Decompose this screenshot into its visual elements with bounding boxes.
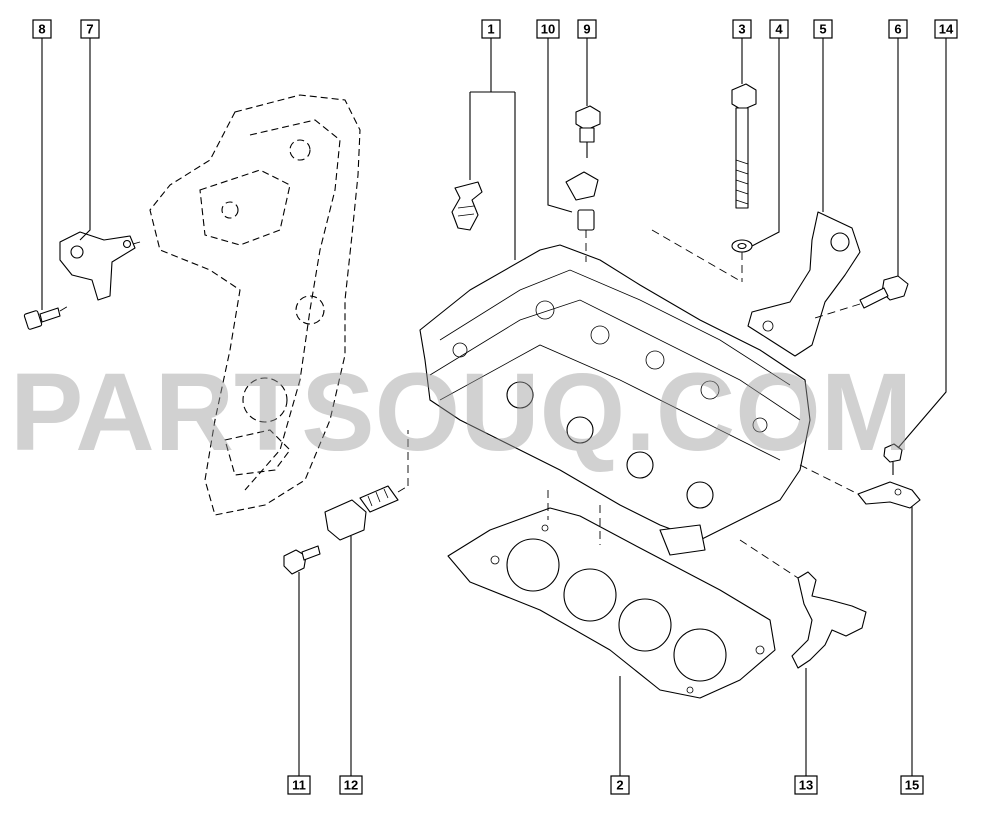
callout-15[interactable]: 15 (900, 775, 924, 795)
callout-label: 6 (894, 22, 901, 37)
callout-4[interactable]: 4 (769, 19, 789, 39)
callout-label: 1 (487, 22, 494, 37)
part-6-bolt[interactable] (814, 275, 909, 319)
callout-label: 13 (799, 778, 813, 793)
callout-11[interactable]: 11 (287, 775, 311, 795)
part-14-nut[interactable] (883, 443, 903, 475)
part-1-plug[interactable] (451, 181, 483, 231)
part-10-dowel[interactable] (565, 171, 599, 262)
part-11-bolt[interactable] (283, 545, 321, 575)
part-13-sensor[interactable] (739, 539, 867, 669)
callout-label: 8 (38, 22, 45, 37)
callout-label: 3 (738, 22, 745, 37)
callout-14[interactable]: 14 (934, 19, 958, 39)
callout-7[interactable]: 7 (80, 19, 100, 39)
callout-label: 14 (939, 22, 954, 37)
part-4-washer[interactable] (651, 229, 753, 283)
callout-5[interactable]: 5 (813, 19, 833, 39)
part-5-bracket[interactable] (747, 211, 861, 357)
callout-3[interactable]: 3 (732, 19, 752, 39)
callout-label: 10 (541, 22, 555, 37)
callout-label: 15 (905, 778, 919, 793)
part-3-bolt[interactable] (731, 83, 757, 209)
callout-9[interactable]: 9 (577, 19, 597, 39)
leader-lines (41, 38, 947, 776)
part-7-bracket[interactable] (59, 231, 136, 301)
callout-1[interactable]: 1 (481, 19, 501, 39)
part-8-bolt[interactable] (23, 304, 71, 330)
callout-label: 12 (344, 778, 358, 793)
callout-label: 5 (819, 22, 826, 37)
timing-cover-phantom (94, 94, 361, 516)
part-12-solenoid[interactable] (324, 430, 409, 541)
callout-label: 7 (86, 22, 93, 37)
callout-label: 9 (583, 22, 590, 37)
part-9-bolt[interactable] (575, 105, 601, 158)
callout-12[interactable]: 12 (339, 775, 363, 795)
callout-label: 2 (616, 778, 623, 793)
callout-label: 11 (292, 778, 306, 793)
part-15-bracket[interactable] (799, 464, 921, 509)
callout-8[interactable]: 8 (32, 19, 52, 39)
part-2-gasket[interactable] (447, 490, 776, 699)
callout-label: 4 (775, 22, 783, 37)
callout-6[interactable]: 6 (888, 19, 908, 39)
watermark-text: PARTSOUQ.COM (10, 351, 912, 474)
callout-10[interactable]: 10 (536, 19, 560, 39)
cylinder-head[interactable] (419, 244, 811, 556)
callout-2[interactable]: 2 (610, 775, 630, 795)
callout-13[interactable]: 13 (794, 775, 818, 795)
